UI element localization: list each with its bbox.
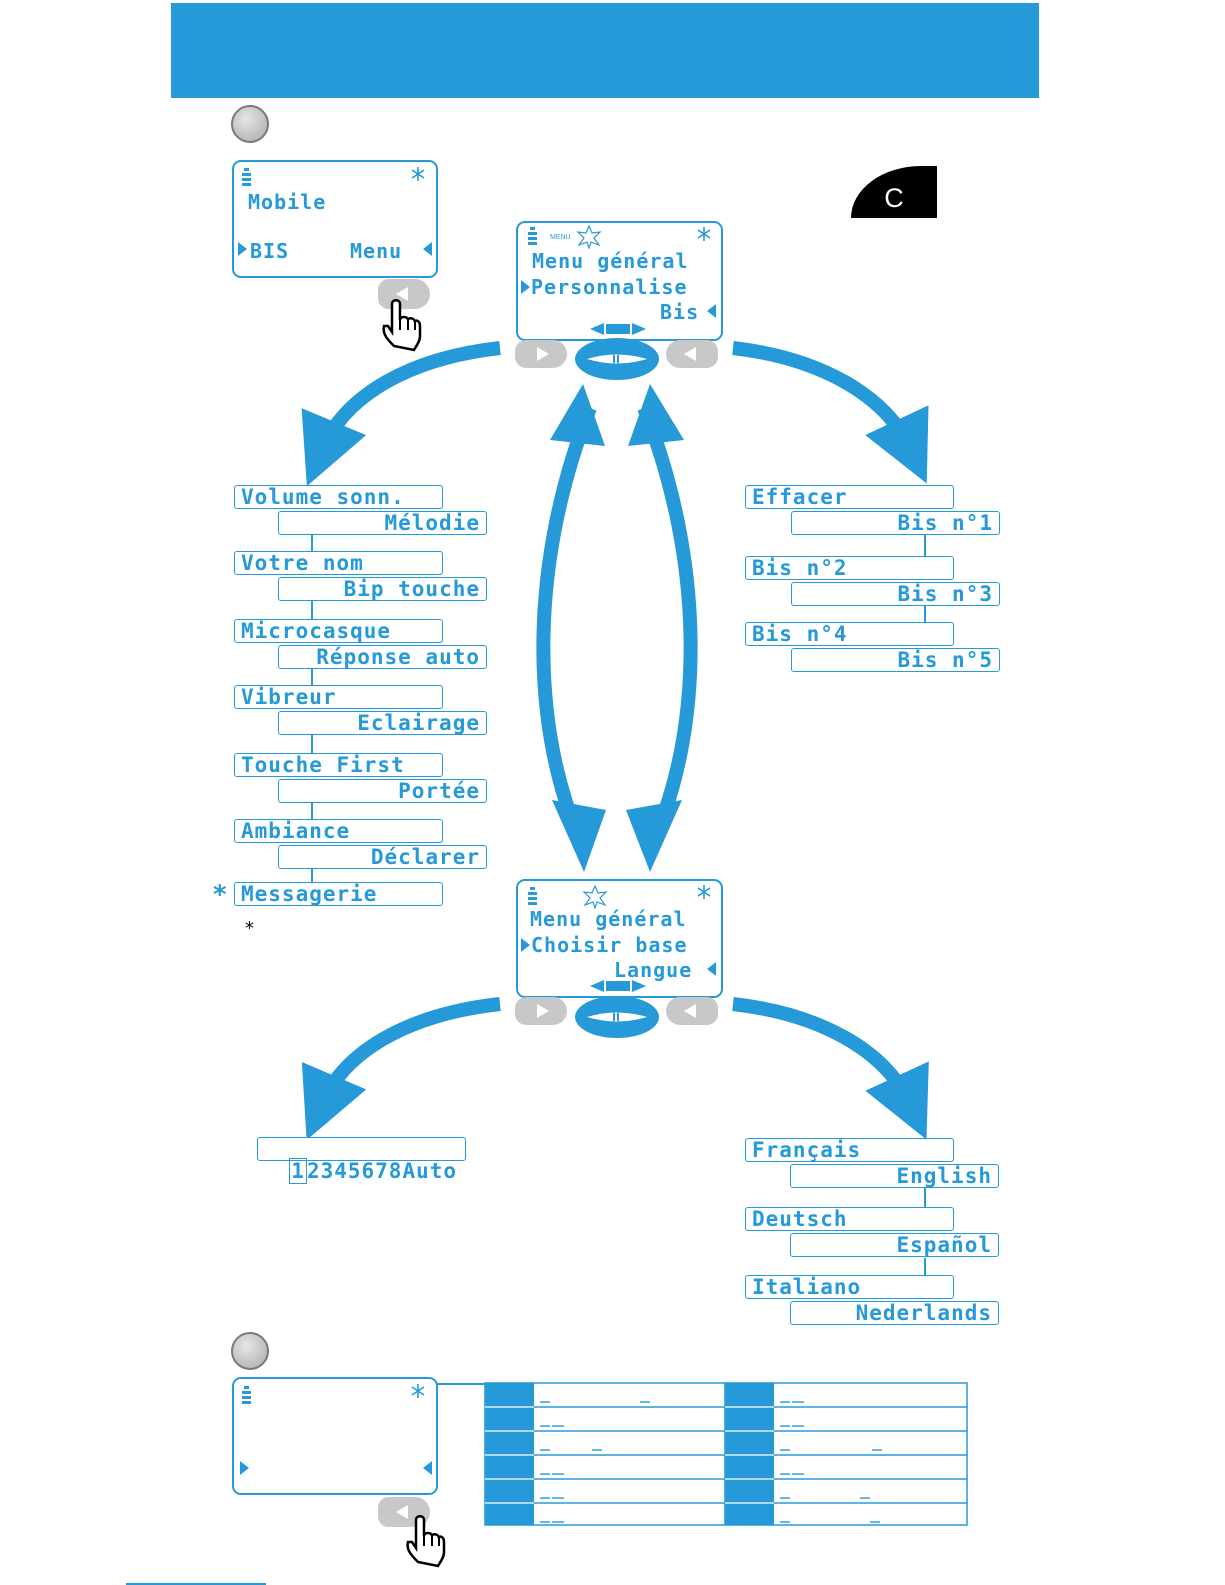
menu-item-vibreur[interactable]: Vibreur	[234, 685, 443, 709]
left-arrow-key[interactable]	[515, 997, 567, 1025]
bis-item-effacer[interactable]: Effacer	[745, 485, 954, 509]
softkey-bis-label: BIS	[250, 239, 290, 263]
right-softkey-marker	[423, 242, 432, 256]
bis-item-1[interactable]: Bis n°1	[791, 511, 1000, 535]
menu-item-declarer[interactable]: Déclarer	[278, 845, 487, 869]
hand-pointer-icon	[406, 1515, 446, 1568]
navigation-key-icon	[587, 354, 647, 364]
menu-item-messagerie[interactable]: Messagerie	[234, 882, 443, 906]
bis-item-3[interactable]: Bis n°3	[791, 582, 1000, 606]
langue-italiano[interactable]: Italiano	[745, 1275, 954, 1299]
hand-pointer-icon	[382, 299, 422, 352]
menu-indicator-label: MENU	[550, 234, 571, 241]
left-softkey-marker	[521, 938, 530, 952]
phone-screen-bottom	[232, 1377, 438, 1495]
menu-item-bip-touche[interactable]: Bip touche	[278, 577, 487, 601]
menu-item-volume-sonn[interactable]: Volume sonn.	[234, 485, 443, 509]
navigation-key[interactable]	[575, 338, 659, 380]
right-arrow-key-icon	[537, 347, 549, 361]
left-softkey-marker	[240, 1461, 249, 1475]
menu-item-portee[interactable]: Portée	[278, 779, 487, 803]
right-arrow-key-icon	[537, 1004, 549, 1018]
left-softkey-marker	[521, 280, 530, 294]
menu-item-melodie[interactable]: Mélodie	[278, 511, 487, 535]
antenna-icon	[697, 227, 711, 241]
bis-item-5[interactable]: Bis n°5	[791, 648, 1000, 672]
connector-line	[436, 1383, 486, 1385]
menu-star-icon	[582, 885, 608, 909]
langue-english[interactable]: English	[790, 1164, 999, 1188]
messagerie-asterisk: *	[212, 880, 228, 910]
navigation-key[interactable]	[575, 996, 659, 1038]
base-selected[interactable]: 1	[289, 1158, 307, 1184]
left-arrow-key-icon	[684, 1004, 696, 1018]
menu1-right-key: Bis	[660, 300, 700, 324]
right-arrow-key[interactable]	[666, 340, 718, 368]
battery-icon	[242, 168, 251, 186]
base-options: 2345678Auto	[306, 1159, 458, 1183]
antenna-icon	[697, 885, 711, 899]
bis-item-2[interactable]: Bis n°2	[745, 556, 954, 580]
left-arrow-key-icon	[684, 347, 696, 361]
menu-screen-choisir-base: Menu général Choisir base Langue	[516, 879, 723, 998]
menu2-right-key: Langue	[614, 958, 693, 982]
langue-nederlands[interactable]: Nederlands	[790, 1301, 999, 1325]
footnote-asterisk: *	[244, 918, 255, 939]
phone-screen-idle: Mobile BIS Menu	[232, 160, 438, 278]
right-softkey-marker	[707, 962, 716, 976]
langue-espanol[interactable]: Español	[790, 1233, 999, 1257]
right-softkey-marker	[423, 1461, 432, 1475]
battery-icon	[242, 1386, 251, 1404]
menu1-current-item: Personnalise	[531, 275, 688, 299]
footer-link-line	[126, 1583, 266, 1585]
langue-francais[interactable]: Français	[745, 1138, 954, 1162]
bis-item-4[interactable]: Bis n°4	[745, 622, 954, 646]
idle-line1: Mobile	[248, 190, 327, 214]
battery-icon	[528, 887, 537, 905]
left-softkey-marker	[238, 242, 247, 256]
menu-item-touche-first[interactable]: Touche First	[234, 753, 443, 777]
menu-item-reponse-auto[interactable]: Réponse auto	[278, 645, 487, 669]
scroll-indicator-icon	[590, 980, 646, 992]
menu-item-eclairage[interactable]: Eclairage	[278, 711, 487, 735]
base-selector[interactable]: 12345678Auto	[257, 1137, 466, 1184]
menu2-title: Menu général	[530, 907, 687, 931]
right-softkey-marker	[707, 304, 716, 318]
left-arrow-key-icon	[396, 1505, 408, 1519]
step-1-bullet	[231, 105, 269, 143]
icon-legend-table	[484, 1382, 968, 1526]
softkey-menu-label: Menu	[350, 239, 403, 263]
menu1-title: Menu général	[532, 249, 689, 273]
left-arrow-key[interactable]	[515, 340, 567, 368]
menu2-current-item: Choisir base	[531, 933, 688, 957]
battery-icon	[528, 227, 537, 245]
right-arrow-key[interactable]	[666, 997, 718, 1025]
menu-item-votre-nom[interactable]: Votre nom	[234, 551, 443, 575]
navigation-key-icon	[587, 1012, 647, 1022]
step-2-bullet	[231, 1332, 269, 1370]
menu-item-microcasque[interactable]: Microcasque	[234, 619, 443, 643]
menu-star-icon	[576, 225, 602, 249]
right-softkey-button[interactable]	[378, 279, 430, 309]
header-banner	[171, 3, 1039, 98]
menu-item-ambiance[interactable]: Ambiance	[234, 819, 443, 843]
antenna-icon	[411, 167, 425, 181]
scroll-indicator-icon	[590, 323, 646, 335]
langue-deutsch[interactable]: Deutsch	[745, 1207, 954, 1231]
antenna-icon	[411, 1384, 425, 1398]
